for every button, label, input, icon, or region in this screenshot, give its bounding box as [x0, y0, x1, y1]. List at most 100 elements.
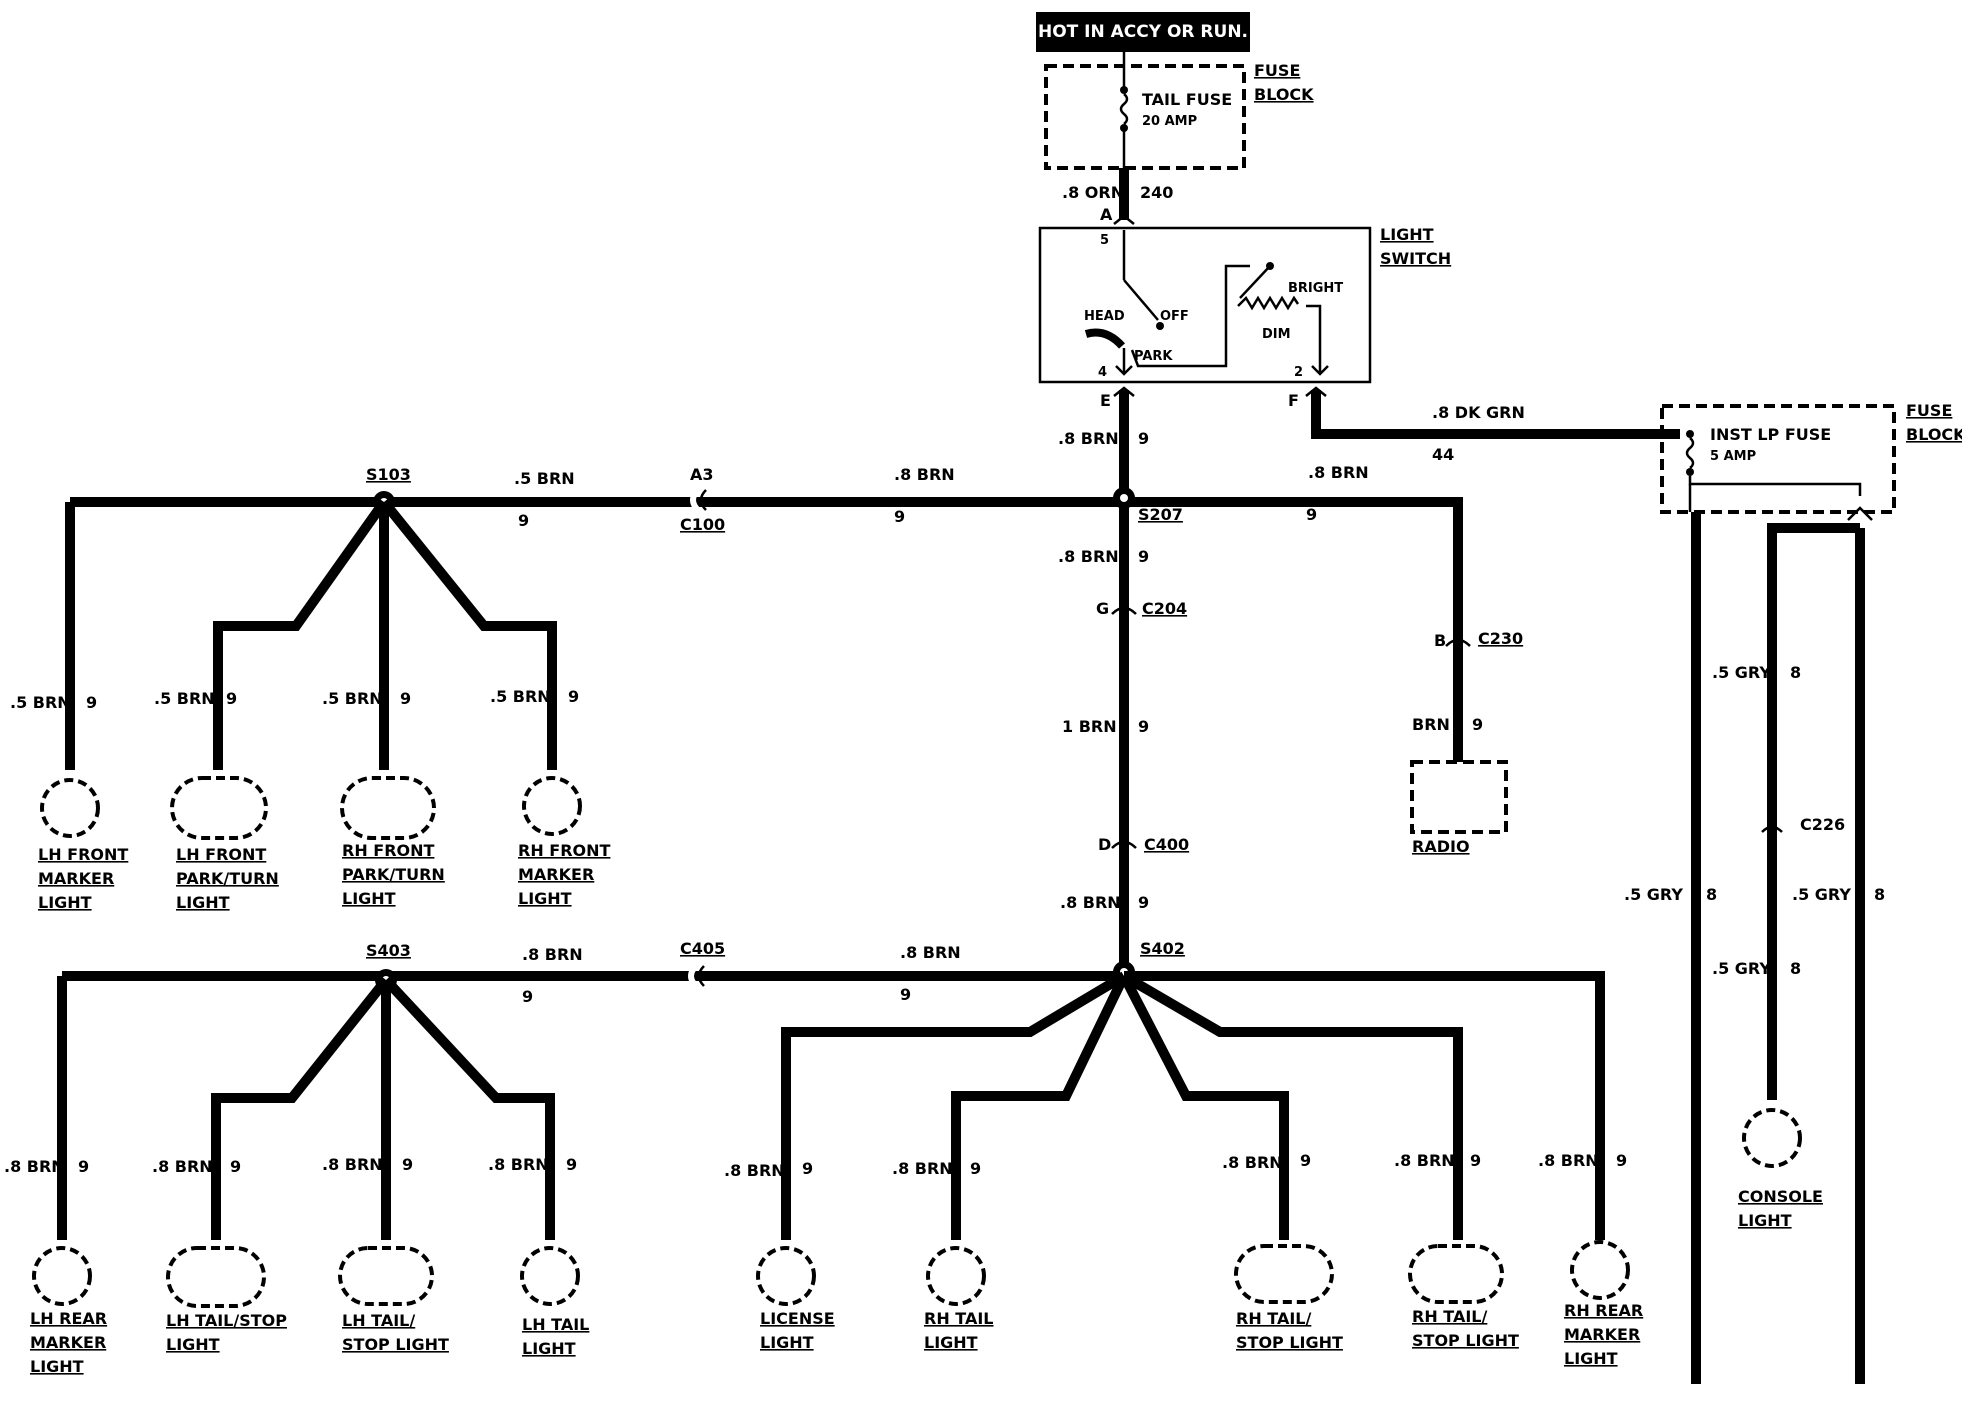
- switch-pos-off: OFF: [1160, 309, 1189, 324]
- rh-front-park-label-3: LIGHT: [342, 889, 396, 908]
- wire-trunk-gauge-3: 1 BRN: [1062, 717, 1117, 736]
- lh-tail-label-1: LH TAIL: [522, 1315, 589, 1334]
- wire-rh-tail-stop-2: [1121, 971, 1463, 1240]
- wire-rh-rear-marker: [1124, 971, 1605, 1240]
- wire-dkgrn-circuit: 44: [1432, 445, 1454, 464]
- wire-rh-front-marker-gauge: .5 BRN: [490, 687, 551, 706]
- wire-orn-gauge: .8 ORN: [1062, 183, 1124, 202]
- wire-front-circuit-1: 9: [518, 511, 529, 530]
- wire-trunk-circuit-1: 9: [1138, 429, 1149, 448]
- inst-fuse-rating: 5 AMP: [1710, 449, 1756, 464]
- wire-lh-tail-circuit: 9: [566, 1155, 577, 1174]
- connector-c204: C204: [1142, 599, 1187, 618]
- connector-b: B: [1434, 631, 1446, 650]
- connector-f: F: [1288, 391, 1299, 410]
- wire-rh-front-marker: [380, 498, 557, 770]
- wire-rear-gauge-1: .8 BRN: [522, 945, 583, 964]
- connector-c230-symbol: [1445, 638, 1471, 647]
- wire-lh-tail-stop-2-gauge: .8 BRN: [322, 1155, 383, 1174]
- switch-pin-2: 2: [1294, 365, 1303, 380]
- rh-tail-stop-1-lamp-icon: [1234, 1244, 1334, 1304]
- wire-radio-circuit: 9: [1472, 715, 1483, 734]
- rh-rear-marker-lamp-icon: [1570, 1240, 1630, 1300]
- connector-c100-symbol: [699, 489, 707, 511]
- inst-fuse-name: INST LP FUSE: [1710, 425, 1831, 444]
- wire-lh-front-park-circuit: 9: [226, 689, 237, 708]
- wire-gry-right-connector: [1847, 506, 1873, 521]
- power-source-label: HOT IN ACCY OR RUN.: [1038, 22, 1248, 42]
- connector-e-symbol: [1113, 386, 1135, 397]
- lh-front-park-label-3: LIGHT: [176, 893, 230, 912]
- radio-box: [1410, 760, 1508, 834]
- wire-front-gauge-1: .5 BRN: [514, 469, 575, 488]
- light-switch-title-2: SWITCH: [1380, 249, 1451, 268]
- wire-rh-tail-stop-1-gauge: .8 BRN: [1222, 1153, 1283, 1172]
- rh-rear-marker-label-2: MARKER: [1564, 1325, 1640, 1344]
- wire-rh-tail-gauge: .8 BRN: [892, 1159, 953, 1178]
- wire-gry-gauge-3: .5 GRY: [1712, 959, 1771, 978]
- wire-lh-rear-marker-gauge: .8 BRN: [4, 1157, 65, 1176]
- rh-rear-marker-label-3: LIGHT: [1564, 1349, 1618, 1368]
- wire-dkgrn-gauge: .8 DK GRN: [1432, 403, 1525, 422]
- rh-front-marker-label-2: MARKER: [518, 865, 594, 884]
- wire-rh-front-park-circuit: 9: [400, 689, 411, 708]
- wire-trunk-circuit-3: 9: [1138, 717, 1149, 736]
- wire-rh-tail-stop-1: [1119, 973, 1289, 1240]
- wire-lh-tail-stop-2-circuit: 9: [402, 1155, 413, 1174]
- rh-tail-label-2: LIGHT: [924, 1333, 978, 1352]
- light-switch: LIGHT SWITCH 5 HEAD OFF PARK BRIGHT DIM …: [1038, 225, 1451, 384]
- wire-orn-circuit: 240: [1140, 183, 1173, 202]
- wire-gry-circuit-4: 8: [1874, 885, 1885, 904]
- connector-c405-symbol: [697, 965, 705, 987]
- connector-c226: C226: [1800, 815, 1845, 834]
- wire-lh-front-marker-gauge: .5 BRN: [10, 693, 71, 712]
- lh-front-marker-lamp-icon: [40, 778, 100, 838]
- wire-lh-tail-gauge: .8 BRN: [488, 1155, 549, 1174]
- wire-lh-front-park-gauge: .5 BRN: [154, 689, 215, 708]
- lh-tail-lamp-icon: [520, 1246, 580, 1306]
- wire-front-circuit-2: 9: [894, 507, 905, 526]
- splice-s402: S402: [1140, 939, 1185, 958]
- connector-a-symbol: [1113, 214, 1135, 225]
- head-contact: [1084, 328, 1125, 349]
- wire-lh-front-marker-circuit: 9: [86, 693, 97, 712]
- rh-front-marker-lamp-icon: [522, 776, 582, 836]
- wire-rear-gauge-2: .8 BRN: [900, 943, 961, 962]
- lh-tail-stop-1-label-2: LIGHT: [166, 1335, 220, 1354]
- license-label-1: LICENSE: [760, 1309, 835, 1328]
- wire-lh-tail-stop-1-gauge: .8 BRN: [152, 1157, 213, 1176]
- lh-front-marker-label-2: MARKER: [38, 869, 114, 888]
- lh-front-park-label-2: PARK/TURN: [176, 869, 279, 888]
- connector-a3: A3: [690, 465, 714, 484]
- wire-license-gauge: .8 BRN: [724, 1161, 785, 1180]
- wire-rh-tail: [951, 973, 1129, 1240]
- rh-front-marker-label-1: RH FRONT: [518, 841, 611, 860]
- switch-dim: DIM: [1262, 327, 1291, 342]
- license-label-2: LIGHT: [760, 1333, 814, 1352]
- wire-front-gauge-3: .8 BRN: [1308, 463, 1369, 482]
- lh-tail-stop-2-label-1: LH TAIL/: [342, 1311, 415, 1330]
- lh-rear-marker-label-3: LIGHT: [30, 1357, 84, 1376]
- wire-license-circuit: 9: [802, 1159, 813, 1178]
- lh-front-marker-label-3: LIGHT: [38, 893, 92, 912]
- rh-tail-stop-1-label-1: RH TAIL/: [1236, 1309, 1311, 1328]
- fuse-block-top-title-1: FUSE: [1254, 61, 1300, 80]
- rh-tail-stop-2-lamp-icon: [1408, 1244, 1504, 1304]
- rh-tail-lamp-icon: [926, 1246, 986, 1306]
- lh-rear-marker-label-2: MARKER: [30, 1333, 106, 1352]
- connector-e: E: [1100, 391, 1111, 410]
- splice-s103: S103: [366, 465, 411, 484]
- wire-trunk-gauge-1: .8 BRN: [1058, 429, 1119, 448]
- tail-fuse-name: TAIL FUSE: [1142, 90, 1232, 109]
- connector-c230: C230: [1478, 629, 1523, 648]
- wire-gry-circuit-2: 8: [1706, 885, 1717, 904]
- rh-front-park-label-2: PARK/TURN: [342, 865, 445, 884]
- fuse-block-right-title-2: BLOCK: [1906, 425, 1962, 444]
- power-source: HOT IN ACCY OR RUN.: [1036, 12, 1250, 52]
- console-light-label-1: CONSOLE: [1738, 1187, 1823, 1206]
- connector-c400: C400: [1144, 835, 1189, 854]
- wire-gry-circuit-1: 8: [1790, 663, 1801, 682]
- connector-a: A: [1100, 205, 1113, 224]
- wire-rh-rear-marker-gauge: .8 BRN: [1538, 1151, 1599, 1170]
